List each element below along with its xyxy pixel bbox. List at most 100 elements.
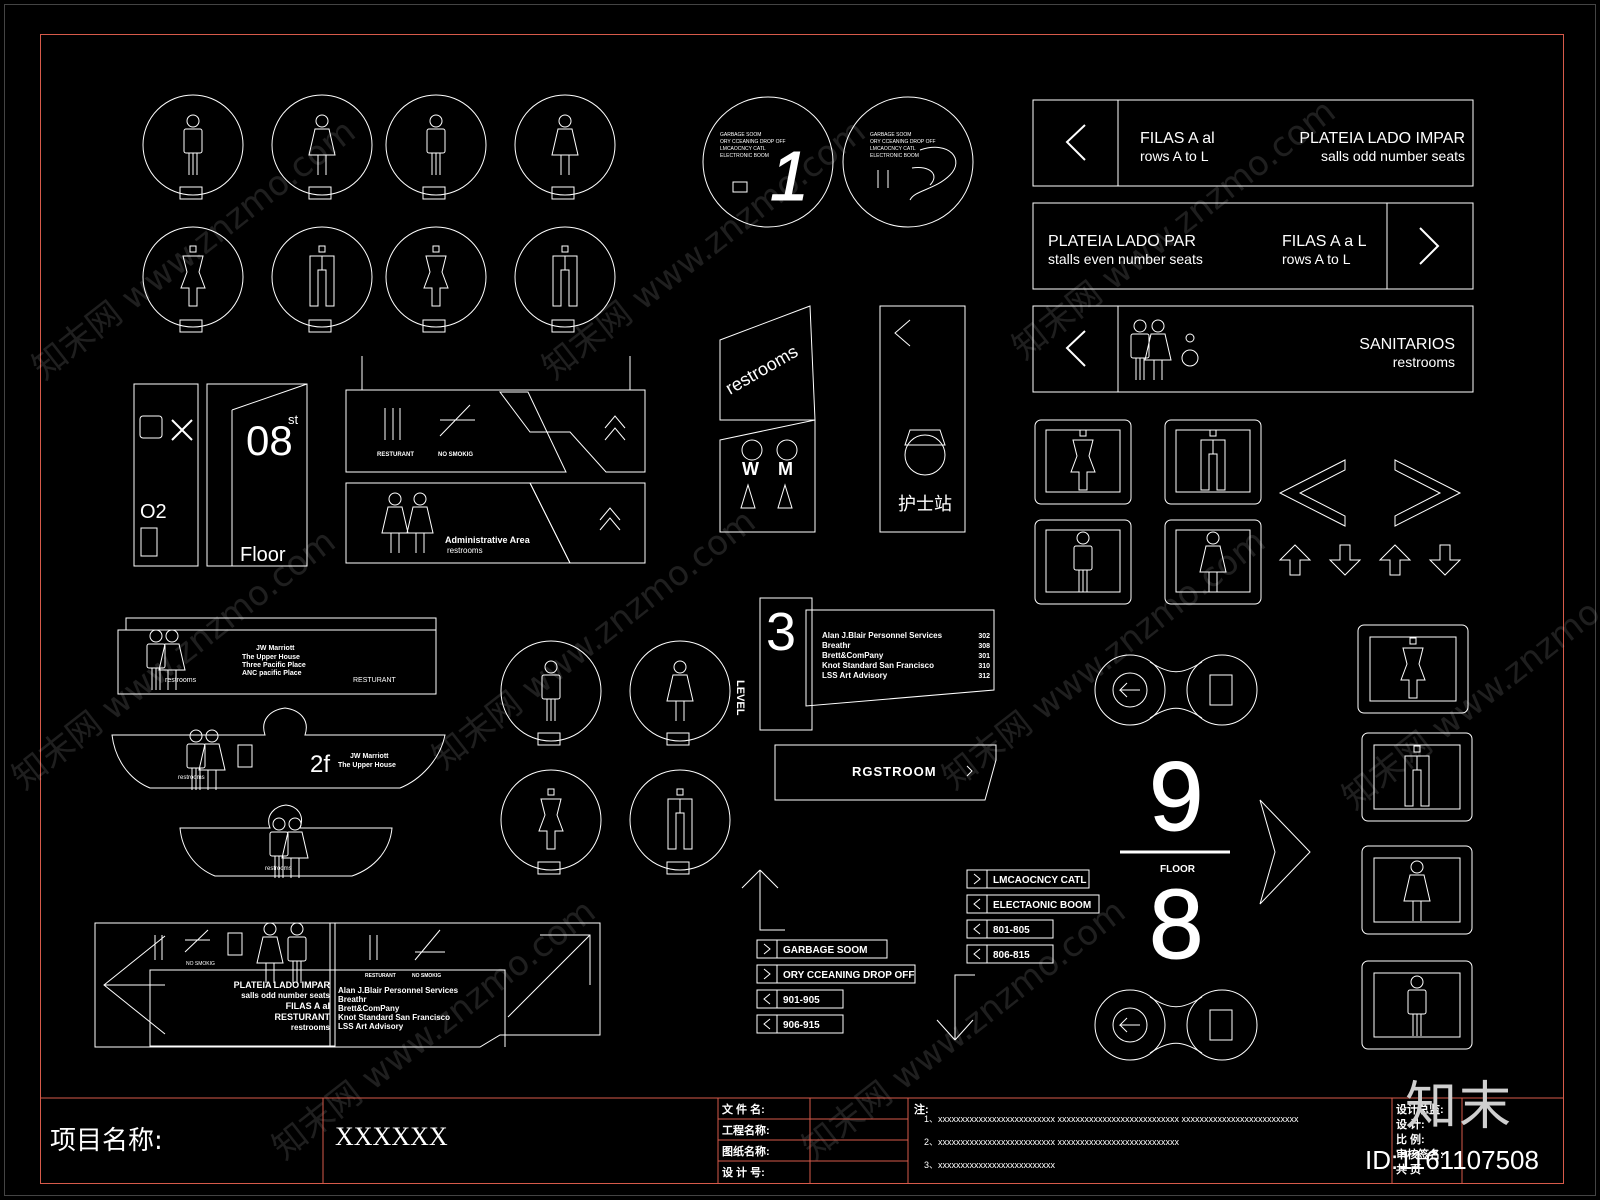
round-panel-one: GARBAGE SOOM ORY CCEANING DROP OFF LMCAO… (702, 96, 834, 228)
floor-label: Floor (240, 544, 286, 566)
drawing-frame (40, 34, 1564, 1184)
big-sign-right: RESTURANT NO SMOKIG Alan J.Blair Personn… (325, 922, 601, 1048)
nurse-icon (227, 932, 243, 956)
floor-suffix: st (288, 412, 299, 427)
scale-label: 比 例: (1396, 1134, 1425, 1146)
design-number-label: 设 计 号: (722, 1167, 765, 1179)
note-line: 1、xxxxxxxxxxxxxxxxxxxxxxxxxx xxxxxxxxxxx… (924, 1114, 1299, 1124)
round-sign-man (142, 94, 244, 200)
round-panel-line: GARBAGE SOOM (720, 132, 761, 138)
round-panel-numeral: 1 (770, 137, 809, 215)
designer-label: 设 计: (1396, 1119, 1425, 1131)
no-smoking-icon (439, 404, 475, 437)
round-sign-female-symbol (385, 226, 487, 333)
no-smoking-icon (414, 929, 445, 961)
card-woman (1361, 845, 1473, 935)
round-sign-man (500, 640, 602, 746)
chevron-arrows-icon (1278, 459, 1462, 576)
room-tag: LMCAOCNCY CATL (966, 869, 1090, 889)
directory-sign: 3 LEVEL Alan J.Blair Personnel Services 3… (734, 597, 995, 731)
big-right-entry: Alan J.Blair Personnel Services (338, 986, 459, 995)
directory-entry-name: Brett&ComPany (822, 651, 884, 660)
round-sign-woman (514, 94, 616, 200)
elevator-sign-upper (1094, 654, 1258, 726)
restroom-strip-sign: RGSTROOM (774, 744, 997, 801)
bowl-restrooms: restrooms (178, 775, 205, 781)
seats-even-line: FILAS A a L (1282, 233, 1367, 250)
card-man (1361, 960, 1473, 1050)
bowl-small-restrooms: restrooms (265, 866, 292, 872)
bowl-marriott: JW Marriott (350, 753, 389, 760)
wall-bar-upper: The Upper House (242, 654, 300, 661)
room-tag-label: 901-905 (783, 995, 820, 1006)
card-man (1034, 519, 1132, 605)
round-panel-line: ELECTRONIC BOOM (870, 153, 919, 159)
sanitarios-sub: restrooms (1393, 354, 1455, 370)
note-line: 2、xxxxxxxxxxxxxxxxxxxxxxxxxx xxxxxxxxxxx… (924, 1137, 1180, 1147)
big-right-entry: Knot Standard San Francisco (338, 1013, 450, 1022)
floor-panel: O2 08 st Floor (133, 383, 308, 567)
project-name-value: XXXXXX (335, 1122, 448, 1151)
floor-number: 08 (246, 417, 293, 464)
arrow-up-icon (741, 869, 785, 931)
room-tag-label: 801-805 (993, 925, 1030, 936)
admin-restrooms-label: restrooms (447, 546, 483, 555)
nurse-station-sign: 护士站 (879, 305, 966, 533)
round-sign-woman (271, 94, 373, 200)
directory-level-number: 3 (766, 602, 796, 662)
fork-knife-icon (384, 408, 401, 440)
big-left-line: PLATEIA LADO IMPAR (234, 980, 331, 990)
bowl-upper: The Upper House (338, 762, 396, 769)
directory-entry-name: LSS Art Advisory (822, 671, 888, 680)
directory-entry-room: 302 (978, 633, 990, 640)
seats-odd-line: rows A to L (1140, 148, 1209, 164)
room-tag-label: 906-915 (783, 1020, 820, 1031)
room-tag-label: ELECTAONIC BOOM (993, 900, 1091, 911)
restrooms-blade-sign: restrooms W M (719, 305, 816, 533)
directory-entry-name: Alan J.Blair Personnel Services (822, 631, 943, 640)
round-sign-male-symbol (629, 769, 731, 875)
seats-odd-line: FILAS A al (1140, 130, 1215, 147)
room-tag-label: LMCAOCNCY CATL (993, 875, 1087, 886)
card-male (1164, 419, 1262, 505)
round-panel-line: GARBAGE SOOM (870, 132, 911, 138)
chevron-icon (973, 898, 981, 910)
round-sign-male-symbol (271, 226, 373, 333)
round-sign-female-symbol (500, 769, 602, 875)
title-block-grid (41, 1097, 1563, 1183)
chevron-icon (973, 873, 981, 885)
coffee-icon (732, 181, 748, 193)
round-panel-line: LMCAOCNCY CATL (720, 146, 766, 152)
round-sign-female-symbol (142, 226, 244, 333)
chevron-icon (973, 948, 981, 960)
sign-seats-even: PLATEIA LADO PAR stalls even number seat… (1032, 202, 1474, 290)
directory-entry-room: 301 (978, 653, 990, 660)
bowl-floor: 2f (310, 751, 330, 778)
restroom-strip-text: RGSTROOM (852, 764, 937, 779)
room-tag: 906-915 (756, 1014, 844, 1034)
seats-even-line: PLATEIA LADO PAR (1048, 233, 1196, 250)
big-left-line: restrooms (291, 1023, 331, 1032)
elevator-icon (1209, 674, 1233, 706)
elevator-sign-lower (1094, 989, 1258, 1061)
round-sign-woman (629, 640, 731, 746)
round-panel-line: ORY CCEANING DROP OFF (720, 139, 786, 145)
hanging-sign-upper: RESTURANT NO SMOKIG (345, 356, 646, 473)
room-tag-label: 806-815 (993, 950, 1030, 961)
big-left-line: RESTURANT (275, 1012, 331, 1022)
big-right-resturant: RESTURANT (365, 973, 396, 979)
big-right-entry: Brett&ComPany (338, 1004, 400, 1013)
round-sign-man (385, 94, 487, 200)
reviewer-label: 审核签名: (1396, 1149, 1444, 1161)
directory-level-label: LEVEL (734, 680, 746, 716)
wall-bar-sign: restrooms JW Marriott The Upper House Th… (117, 617, 437, 695)
room-tag: 806-815 (966, 944, 1054, 964)
notes-list: 1、xxxxxxxxxxxxxxxxxxxxxxxxxx xxxxxxxxxxx… (924, 1108, 1299, 1177)
file-name-label: 文 件 名: (722, 1104, 765, 1116)
sheet-outer-border (4, 4, 1596, 1196)
room-tags-right: LMCAOCNCY CATL ELECTAONIC BOOM 801-805 806-… (966, 869, 1100, 964)
wall-bar-resturant: RESTURANT (353, 677, 397, 684)
chevron-icon (763, 1018, 771, 1030)
